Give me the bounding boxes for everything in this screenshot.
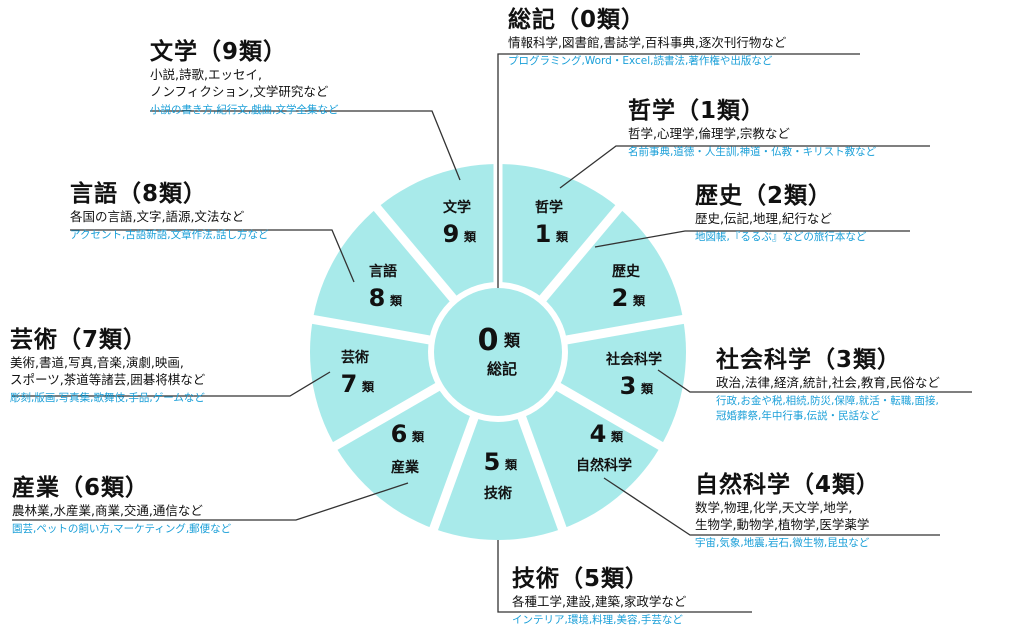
category-0-examples: プログラミング,Word・Excel,読書法,著作権や出版など <box>508 55 773 67</box>
category-7-desc-2: スポーツ,茶道等諸芸,囲碁将棋など <box>10 372 206 387</box>
segment-2-unit: 類 <box>632 293 646 308</box>
category-5-block: 技術（5類） 各種工学,建設,建築,家政学など インテリア,環境,料理,美容,手… <box>512 565 686 628</box>
category-4-desc-2: 生物学,動物学,植物学,医学薬学 <box>695 517 870 532</box>
category-9-title: 文学（9類） <box>150 39 288 65</box>
connector-line-9 <box>150 110 461 181</box>
category-7-block: 芸術（7類） 美術,書道,写真,音楽,演劇,映画, スポーツ,茶道等諸芸,囲碁将… <box>10 326 205 406</box>
category-6-title: 産業（6類） <box>12 475 150 501</box>
segment-5-name: 技術 <box>484 485 512 502</box>
category-3-examples-1: 行政,お金や税,相続,防災,保障,就活・転職,面接, <box>716 395 939 407</box>
segment-separator <box>551 380 665 451</box>
center-name: 総記 <box>487 360 517 378</box>
category-7-desc-1: 美術,書道,写真,音楽,演劇,映画, <box>10 355 184 370</box>
segment-4-unit: 類 <box>610 429 624 444</box>
segment-4-number: 4 <box>590 420 607 448</box>
segment-separator <box>535 203 624 306</box>
segment-separator <box>560 314 686 346</box>
segment-9-number: 9 <box>443 220 460 248</box>
category-0-desc: 情報科学,図書館,書誌学,百科事典,逐次刊行物など <box>508 35 787 50</box>
segment-separator <box>331 380 445 451</box>
category-6-desc: 農林業,水産業,商業,交通,通信など <box>12 503 203 518</box>
category-5-examples: インテリア,環境,料理,美容,手芸など <box>512 614 683 626</box>
category-4-block: 自然科学（4類） 数学,物理,化学,天文学,地学, 生物学,動物学,植物学,医学… <box>695 471 880 551</box>
category-8-examples: アクセント,古語新語,文章作法,話し方など <box>70 229 269 241</box>
connector-line-6 <box>12 482 409 521</box>
segment-separator <box>372 203 461 306</box>
category-8-title: 言語（8類） <box>70 181 208 207</box>
category-1-block: 哲学（1類） 哲学,心理学,倫理学,宗教など 名前事典,道徳・人生訓,神道・仏教… <box>628 97 876 160</box>
category-0-title: 総記（0類） <box>508 7 646 33</box>
category-9-desc-1: 小説,詩歌,エッセイ, <box>150 67 262 82</box>
segment-9-name: 文学 <box>443 199 471 216</box>
category-9-desc-2: ノンフィクション,文学研究など <box>150 84 329 99</box>
segment-1-name: 哲学 <box>535 199 563 216</box>
category-6-examples: 園芸,ペットの飼い方,マーケティング,郵便など <box>12 523 232 535</box>
segment-7-name: 芸術 <box>341 349 369 366</box>
category-7-examples: 彫刻,版画,写真集,歌舞伎,手品,ゲームなど <box>10 392 205 404</box>
category-0-block: 総記（0類） 情報科学,図書館,書誌学,百科事典,逐次刊行物など プログラミング… <box>508 6 786 69</box>
center-number: 0 <box>478 323 499 358</box>
segment-separator <box>310 314 436 346</box>
category-2-block: 歴史（2類） 歴史,伝記,地理,紀行など 地図帳,『るるぶ』などの旅行本など <box>695 182 866 245</box>
category-1-desc: 哲学,心理学,倫理学,宗教など <box>628 126 790 141</box>
category-1-title: 哲学（1類） <box>628 98 766 124</box>
wheel <box>310 162 686 540</box>
category-5-desc: 各種工学,建設,建築,家政学など <box>512 594 687 609</box>
segment-1-unit: 類 <box>555 229 569 244</box>
category-3-examples-2: 冠婚葬祭,年中行事,伝説・民話など <box>716 410 881 422</box>
connector-line-4 <box>603 477 940 536</box>
segment-7-unit: 類 <box>361 379 375 394</box>
connector-line-7 <box>12 371 331 397</box>
connector-lines <box>12 53 972 613</box>
segment-separator <box>515 410 568 533</box>
connector-line-8 <box>70 229 355 283</box>
connector-line-0 <box>497 53 860 288</box>
segment-2-name: 歴史 <box>612 264 641 280</box>
segment-2-number: 2 <box>612 284 629 312</box>
segment-8-name: 言語 <box>369 263 397 280</box>
connector-line-2 <box>594 230 910 248</box>
segment-8-number: 8 <box>369 284 386 312</box>
segment-3-name: 社会科学 <box>605 351 662 368</box>
segment-7-number: 7 <box>341 370 358 398</box>
segment-4-name: 自然科学 <box>576 457 632 474</box>
segment-9-unit: 類 <box>463 229 477 244</box>
category-2-desc: 歴史,伝記,地理,紀行など <box>695 211 832 226</box>
center-unit: 類 <box>503 331 521 350</box>
category-4-title: 自然科学（4類） <box>695 472 881 498</box>
category-3-title: 社会科学（3類） <box>716 347 902 373</box>
category-4-examples: 宇宙,気象,地震,岩石,微生物,昆虫など <box>695 537 870 549</box>
segment-5-number: 5 <box>484 448 501 476</box>
category-3-block: 社会科学（3類） 政治,法律,経済,統計,社会,教育,民俗など 行政,お金や税,… <box>716 346 940 424</box>
category-5-title: 技術（5類） <box>512 566 650 592</box>
connector-line-5 <box>497 540 752 613</box>
category-4-desc-1: 数学,物理,化学,天文学,地学, <box>695 500 853 515</box>
category-8-desc: 各国の言語,文字,語源,文法など <box>70 209 245 224</box>
category-9-examples: 小説の書き方,紀行文,戯曲,文学全集など <box>150 104 339 116</box>
category-2-examples: 地図帳,『るるぶ』などの旅行本など <box>695 231 867 243</box>
category-6-block: 産業（6類） 農林業,水産業,商業,交通,通信など 園芸,ペットの飼い方,マーケ… <box>12 474 231 537</box>
segment-6-number: 6 <box>391 420 408 448</box>
center-hub <box>434 288 562 416</box>
category-8-block: 言語（8類） 各国の言語,文字,語源,文法など アクセント,古語新語,文章作法,… <box>70 180 269 243</box>
category-9-block: 文学（9類） 小説,詩歌,エッセイ, ノンフィクション,文学研究など 小説の書き… <box>150 38 339 118</box>
segment-1-number: 1 <box>535 220 552 248</box>
segment-8-unit: 類 <box>389 293 403 308</box>
segment-6-unit: 類 <box>411 429 425 444</box>
category-3-desc: 政治,法律,経済,統計,社会,教育,民俗など <box>716 375 940 390</box>
segment-6-name: 産業 <box>391 459 420 476</box>
category-2-title: 歴史（2類） <box>695 183 833 209</box>
segment-5-unit: 類 <box>504 457 518 472</box>
segment-3-unit: 類 <box>640 381 654 396</box>
segment-3-number: 3 <box>620 372 637 400</box>
connector-line-3 <box>657 369 972 393</box>
category-7-title: 芸術（7類） <box>10 327 148 353</box>
category-1-examples: 名前事典,道徳・人生訓,神道・仏教・キリスト教など <box>628 146 877 158</box>
connector-line-1 <box>559 145 930 189</box>
segment-separator <box>428 410 481 533</box>
